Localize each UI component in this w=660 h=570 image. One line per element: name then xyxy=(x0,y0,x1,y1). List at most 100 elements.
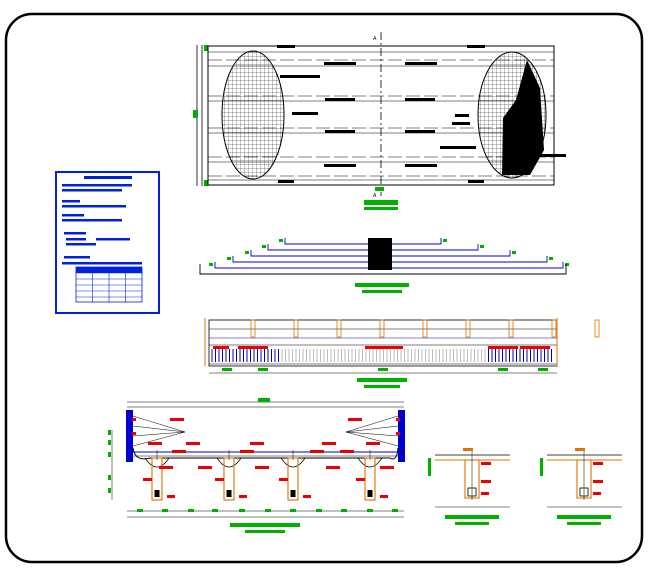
plan-bar-label xyxy=(452,122,470,125)
detail-title xyxy=(557,515,611,519)
section-label xyxy=(255,466,269,469)
elevation-post xyxy=(293,319,299,338)
plan-bar-label xyxy=(292,112,318,115)
plan-bar-label xyxy=(278,180,294,183)
section-dim-vertical xyxy=(108,475,111,480)
elevation-post xyxy=(379,319,385,338)
notes-line xyxy=(64,256,90,259)
beam-label xyxy=(380,495,388,498)
elevation-view xyxy=(204,318,600,388)
elevation-label xyxy=(520,346,550,349)
elevation-label xyxy=(238,346,268,349)
detail-bar xyxy=(579,487,589,497)
section-dim xyxy=(341,509,347,512)
detail-bar xyxy=(467,487,477,497)
beam-label xyxy=(239,495,247,498)
section-dim xyxy=(290,509,296,512)
bar-label-left xyxy=(262,245,266,248)
plan-axis-mark xyxy=(375,187,384,191)
plan-bar-label xyxy=(324,62,356,65)
elevation-label xyxy=(213,346,229,349)
bar-schedule-title-underline xyxy=(362,290,402,293)
detail-label xyxy=(481,492,489,495)
elevation-post xyxy=(250,319,256,338)
beam-haunch xyxy=(216,457,242,468)
plan-view: A A xyxy=(193,32,566,210)
detail-label xyxy=(593,462,603,465)
beam-bar xyxy=(367,490,373,497)
parapet-label xyxy=(396,432,400,435)
parapet-label xyxy=(132,418,136,421)
section-dim xyxy=(162,509,168,512)
section-dim-vertical xyxy=(108,488,111,493)
elevation-post xyxy=(336,319,342,338)
elevation-post xyxy=(551,319,557,338)
beam-label xyxy=(215,478,224,481)
section-label xyxy=(250,442,264,445)
section-label-bottom: A xyxy=(373,193,377,199)
detail-label xyxy=(575,448,585,451)
plan-bar-label xyxy=(540,154,566,157)
plan-bar-label xyxy=(280,75,320,78)
notes-line xyxy=(96,238,130,241)
plan-view-title xyxy=(364,200,398,205)
plan-dim-mark xyxy=(193,110,198,118)
plan-bar-label xyxy=(325,98,355,101)
beam-label xyxy=(303,495,311,498)
section-label xyxy=(172,450,186,453)
detail-label xyxy=(481,462,491,465)
section-dim-vertical xyxy=(108,452,111,457)
plan-dim-mark xyxy=(204,45,208,51)
cross-section-title xyxy=(230,523,300,527)
plan-bar-label xyxy=(277,45,295,48)
left-parapet xyxy=(126,410,133,462)
plan-bar-label xyxy=(467,45,485,48)
section-dim xyxy=(367,509,373,512)
bar-label-right xyxy=(512,251,516,254)
section-label xyxy=(380,466,394,469)
section-dim xyxy=(265,509,271,512)
section-label xyxy=(340,450,354,453)
bar-label-right xyxy=(565,263,569,266)
elevation-post xyxy=(422,319,428,338)
elevation-dim xyxy=(498,368,508,371)
plan-bar-label xyxy=(455,114,469,117)
bar-shape xyxy=(284,238,442,245)
notes-table xyxy=(55,171,160,314)
notes-line xyxy=(62,200,80,203)
section-dim xyxy=(137,509,143,512)
elevation-dim xyxy=(258,368,268,371)
section-label xyxy=(170,418,184,421)
sheet-frame xyxy=(4,12,644,564)
bar-bundle xyxy=(368,238,392,270)
section-label xyxy=(198,466,212,469)
right-parapet xyxy=(398,410,405,462)
beam-bar xyxy=(154,490,160,497)
plan-dim-mark xyxy=(204,180,208,186)
notes-line xyxy=(66,238,86,241)
notes-line xyxy=(62,262,142,265)
elevation-dim xyxy=(222,368,232,371)
elevation-post xyxy=(465,319,471,338)
section-label xyxy=(322,442,336,445)
bar-label-left xyxy=(209,263,213,266)
elevation-dim xyxy=(538,368,548,371)
bar-label-left xyxy=(245,251,249,254)
cross-section-title-underline xyxy=(245,530,285,533)
elevation-label xyxy=(488,346,518,349)
bar-label-right xyxy=(549,257,553,260)
section-label xyxy=(366,442,380,445)
detail-label xyxy=(593,480,603,483)
bar-label-left xyxy=(227,257,231,260)
plan-bar-label xyxy=(324,164,356,167)
notes-line xyxy=(62,205,100,208)
detail-title-underline xyxy=(455,522,489,525)
notes-line xyxy=(62,184,132,187)
notes-line xyxy=(92,205,126,208)
parapet-label xyxy=(132,432,136,435)
section-dim xyxy=(212,509,218,512)
plan-bar-label xyxy=(405,164,437,167)
section-dim-vertical xyxy=(108,440,111,445)
bar-schedule-title xyxy=(355,283,409,287)
plan-solid-fill xyxy=(502,60,544,175)
